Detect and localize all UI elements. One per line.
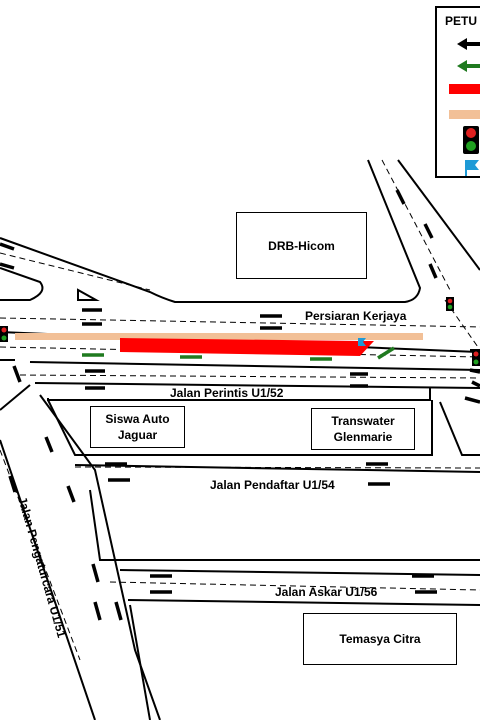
black-arrow-icon	[457, 38, 480, 50]
legend-swatches	[449, 38, 480, 176]
black-arrow-icon	[0, 242, 15, 251]
building-label: Siswa Auto	[105, 412, 170, 426]
traffic-light-icon	[472, 350, 480, 366]
green-arrow-icon	[457, 60, 480, 72]
black-arrow-icon	[12, 365, 22, 383]
lane-dashes	[0, 159, 480, 661]
closure-zone	[120, 338, 360, 356]
label-jalan-perintis: Jalan Perintis U1/52	[170, 386, 284, 400]
legend-title: PETU	[445, 14, 478, 28]
green-arrow-icon	[377, 346, 395, 360]
black-arrow-icon	[0, 262, 15, 270]
building-temasya-citra: Temasya Citra	[303, 613, 457, 665]
black-arrow-icon	[114, 601, 123, 621]
black-arrow-icon	[66, 485, 76, 503]
black-arrow-icon	[469, 368, 480, 374]
black-arrows	[0, 189, 480, 621]
building-drb-hicom: DRB-Hicom	[236, 212, 367, 279]
give-way-icon	[77, 288, 100, 301]
green-arrows	[82, 346, 395, 361]
building-label: Jaguar	[117, 428, 158, 442]
black-arrow-icon	[91, 563, 100, 583]
building-label: Glenmarie	[333, 430, 393, 444]
legend: PETU	[435, 6, 480, 178]
black-arrow-icon	[8, 475, 17, 493]
traffic-light-icon	[0, 326, 8, 342]
building-siswa-auto-jaguar: Siswa Auto Jaguar	[90, 406, 185, 448]
label-jalan-askar: Jalan Askar U1/56	[275, 585, 378, 599]
red-bar-icon	[449, 84, 480, 94]
label-jalan-pengaturcara: Jalan Pengaturcara U1/51	[15, 495, 69, 640]
flag-icon	[465, 160, 479, 176]
black-arrow-icon	[44, 436, 54, 453]
traffic-light-icon	[463, 126, 479, 154]
black-arrow-icon	[471, 380, 480, 388]
black-arrow-icon	[93, 601, 102, 621]
label-jalan-pendaftar: Jalan Pendaftar U1/54	[210, 478, 335, 492]
building-transwater-glenmarie: Transwater Glenmarie	[311, 408, 415, 450]
black-arrow-icon	[464, 396, 480, 404]
building-label: Transwater	[331, 414, 395, 428]
black-arrow-icon	[428, 263, 438, 279]
tan-bar-icon	[449, 110, 480, 119]
building-label: Temasya Citra	[339, 632, 421, 646]
flag-icon	[358, 338, 366, 346]
building-label: DRB-Hicom	[268, 238, 335, 253]
black-arrow-icon	[423, 223, 434, 239]
diversion-lane	[15, 333, 423, 340]
traffic-light-icon	[446, 297, 454, 311]
black-arrow-icon	[395, 189, 406, 205]
label-persiaran-kerjaya: Persiaran Kerjaya	[305, 309, 407, 323]
